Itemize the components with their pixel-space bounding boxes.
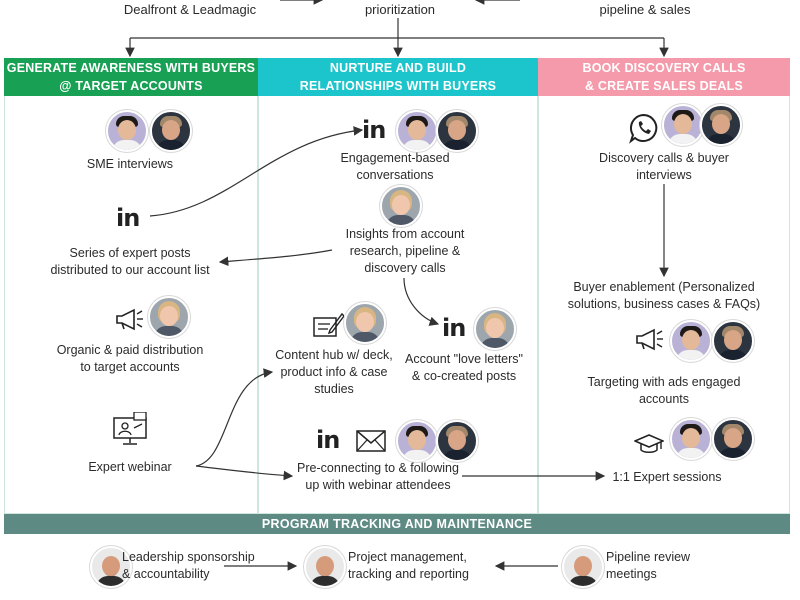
organic-line1: Organic & paid distribution	[57, 343, 204, 357]
calls-line2: interviews	[636, 168, 692, 182]
sponsor-line2: & accountability	[122, 567, 210, 581]
avatar-asian-man	[670, 320, 712, 362]
avatar-asian-man	[662, 104, 704, 146]
avatar-bald-man	[304, 546, 346, 588]
content-line2: product info & case	[280, 365, 387, 379]
program-tracking-bar: PROGRAM TRACKING AND MAINTENANCE	[4, 514, 790, 534]
leadership-label: Leadership sponsorship & accountability	[122, 549, 272, 583]
ads-line1: Targeting with ads engaged	[588, 375, 741, 389]
content-hub-label: Content hub w/ deck, product info & case…	[264, 347, 404, 398]
discovery-calls-label: Discovery calls & buyer interviews	[574, 150, 754, 184]
insights-line1: Insights from account	[346, 227, 465, 241]
preconnect-label: Pre-connecting to & following up with we…	[278, 460, 478, 494]
avatar-man	[436, 110, 478, 152]
organic-paid-label: Organic & paid distribution to target ac…	[30, 342, 230, 376]
preconnect-line2: up with webinar attendees	[305, 478, 450, 492]
linkedin-icon: in	[362, 118, 385, 142]
engagement-label: Engagement-based conversations	[310, 150, 480, 184]
avatar-woman	[344, 302, 386, 344]
expert-webinar-label: Expert webinar	[60, 459, 200, 476]
whatsapp-icon	[628, 112, 660, 144]
expert-posts-line1: Series of expert posts	[70, 246, 191, 260]
expert-posts-line2: distributed to our account list	[50, 263, 209, 277]
avatar-man	[436, 420, 478, 462]
love-line1: Account "love letters"	[405, 352, 523, 366]
insights-label: Insights from account research, pipeline…	[320, 226, 490, 277]
megaphone-icon	[634, 326, 666, 352]
preconnect-line1: Pre-connecting to & following	[297, 461, 459, 475]
top-distribution-lines	[130, 0, 664, 56]
insights-line2: research, pipeline &	[350, 244, 460, 258]
sme-interviews-label: SME interviews	[60, 156, 200, 173]
linkedin-icon: in	[316, 428, 339, 452]
content-line1: Content hub w/ deck,	[275, 348, 392, 362]
enable-line2: solutions, business cases & FAQs)	[568, 297, 760, 311]
content-hub-icon	[312, 310, 344, 340]
linkedin-icon: in	[442, 316, 465, 340]
expert-posts-label: Series of expert posts distributed to ou…	[20, 245, 240, 279]
avatar-asian-man	[396, 110, 438, 152]
avatar-man	[712, 418, 754, 460]
enable-line1: Buyer enablement (Personalized	[573, 280, 754, 294]
targeting-ads-label: Targeting with ads engaged accounts	[574, 374, 754, 408]
avatar-asian-man	[106, 110, 148, 152]
avatar-bald-man	[562, 546, 604, 588]
avatar-asian-man	[396, 420, 438, 462]
review-line2: meetings	[606, 567, 657, 581]
content-line3: studies	[314, 382, 354, 396]
pm-line2: tracking and reporting	[348, 567, 469, 581]
envelope-icon	[356, 430, 386, 452]
avatar-woman	[380, 185, 422, 227]
love-line2: & co-created posts	[412, 369, 516, 383]
graduation-cap-icon	[634, 432, 664, 456]
ads-line2: accounts	[639, 392, 689, 406]
linkedin-icon: in	[116, 206, 139, 230]
love-letters-label: Account "love letters" & co-created post…	[394, 351, 534, 385]
review-line1: Pipeline review	[606, 550, 690, 564]
engagement-line1: Engagement-based	[340, 151, 449, 165]
pm-line1: Project management,	[348, 550, 467, 564]
avatar-woman	[148, 296, 190, 338]
sponsor-line1: Leadership sponsorship	[122, 550, 255, 564]
pipeline-review-label: Pipeline review meetings	[606, 549, 736, 583]
avatar-asian-man	[670, 418, 712, 460]
avatar-man	[712, 320, 754, 362]
insights-line3: discovery calls	[364, 261, 445, 275]
webinar-icon	[112, 412, 150, 446]
expert-sessions-label: 1:1 Expert sessions	[592, 469, 742, 486]
organic-line2: to target accounts	[80, 360, 179, 374]
avatar-man	[700, 104, 742, 146]
avatar-man	[150, 110, 192, 152]
avatar-woman	[474, 308, 516, 350]
megaphone-icon	[114, 306, 146, 332]
project-management-label: Project management, tracking and reporti…	[348, 549, 498, 583]
engagement-line2: conversations	[356, 168, 433, 182]
calls-line1: Discovery calls & buyer	[599, 151, 729, 165]
buyer-enablement-label: Buyer enablement (Personalized solutions…	[552, 279, 776, 313]
